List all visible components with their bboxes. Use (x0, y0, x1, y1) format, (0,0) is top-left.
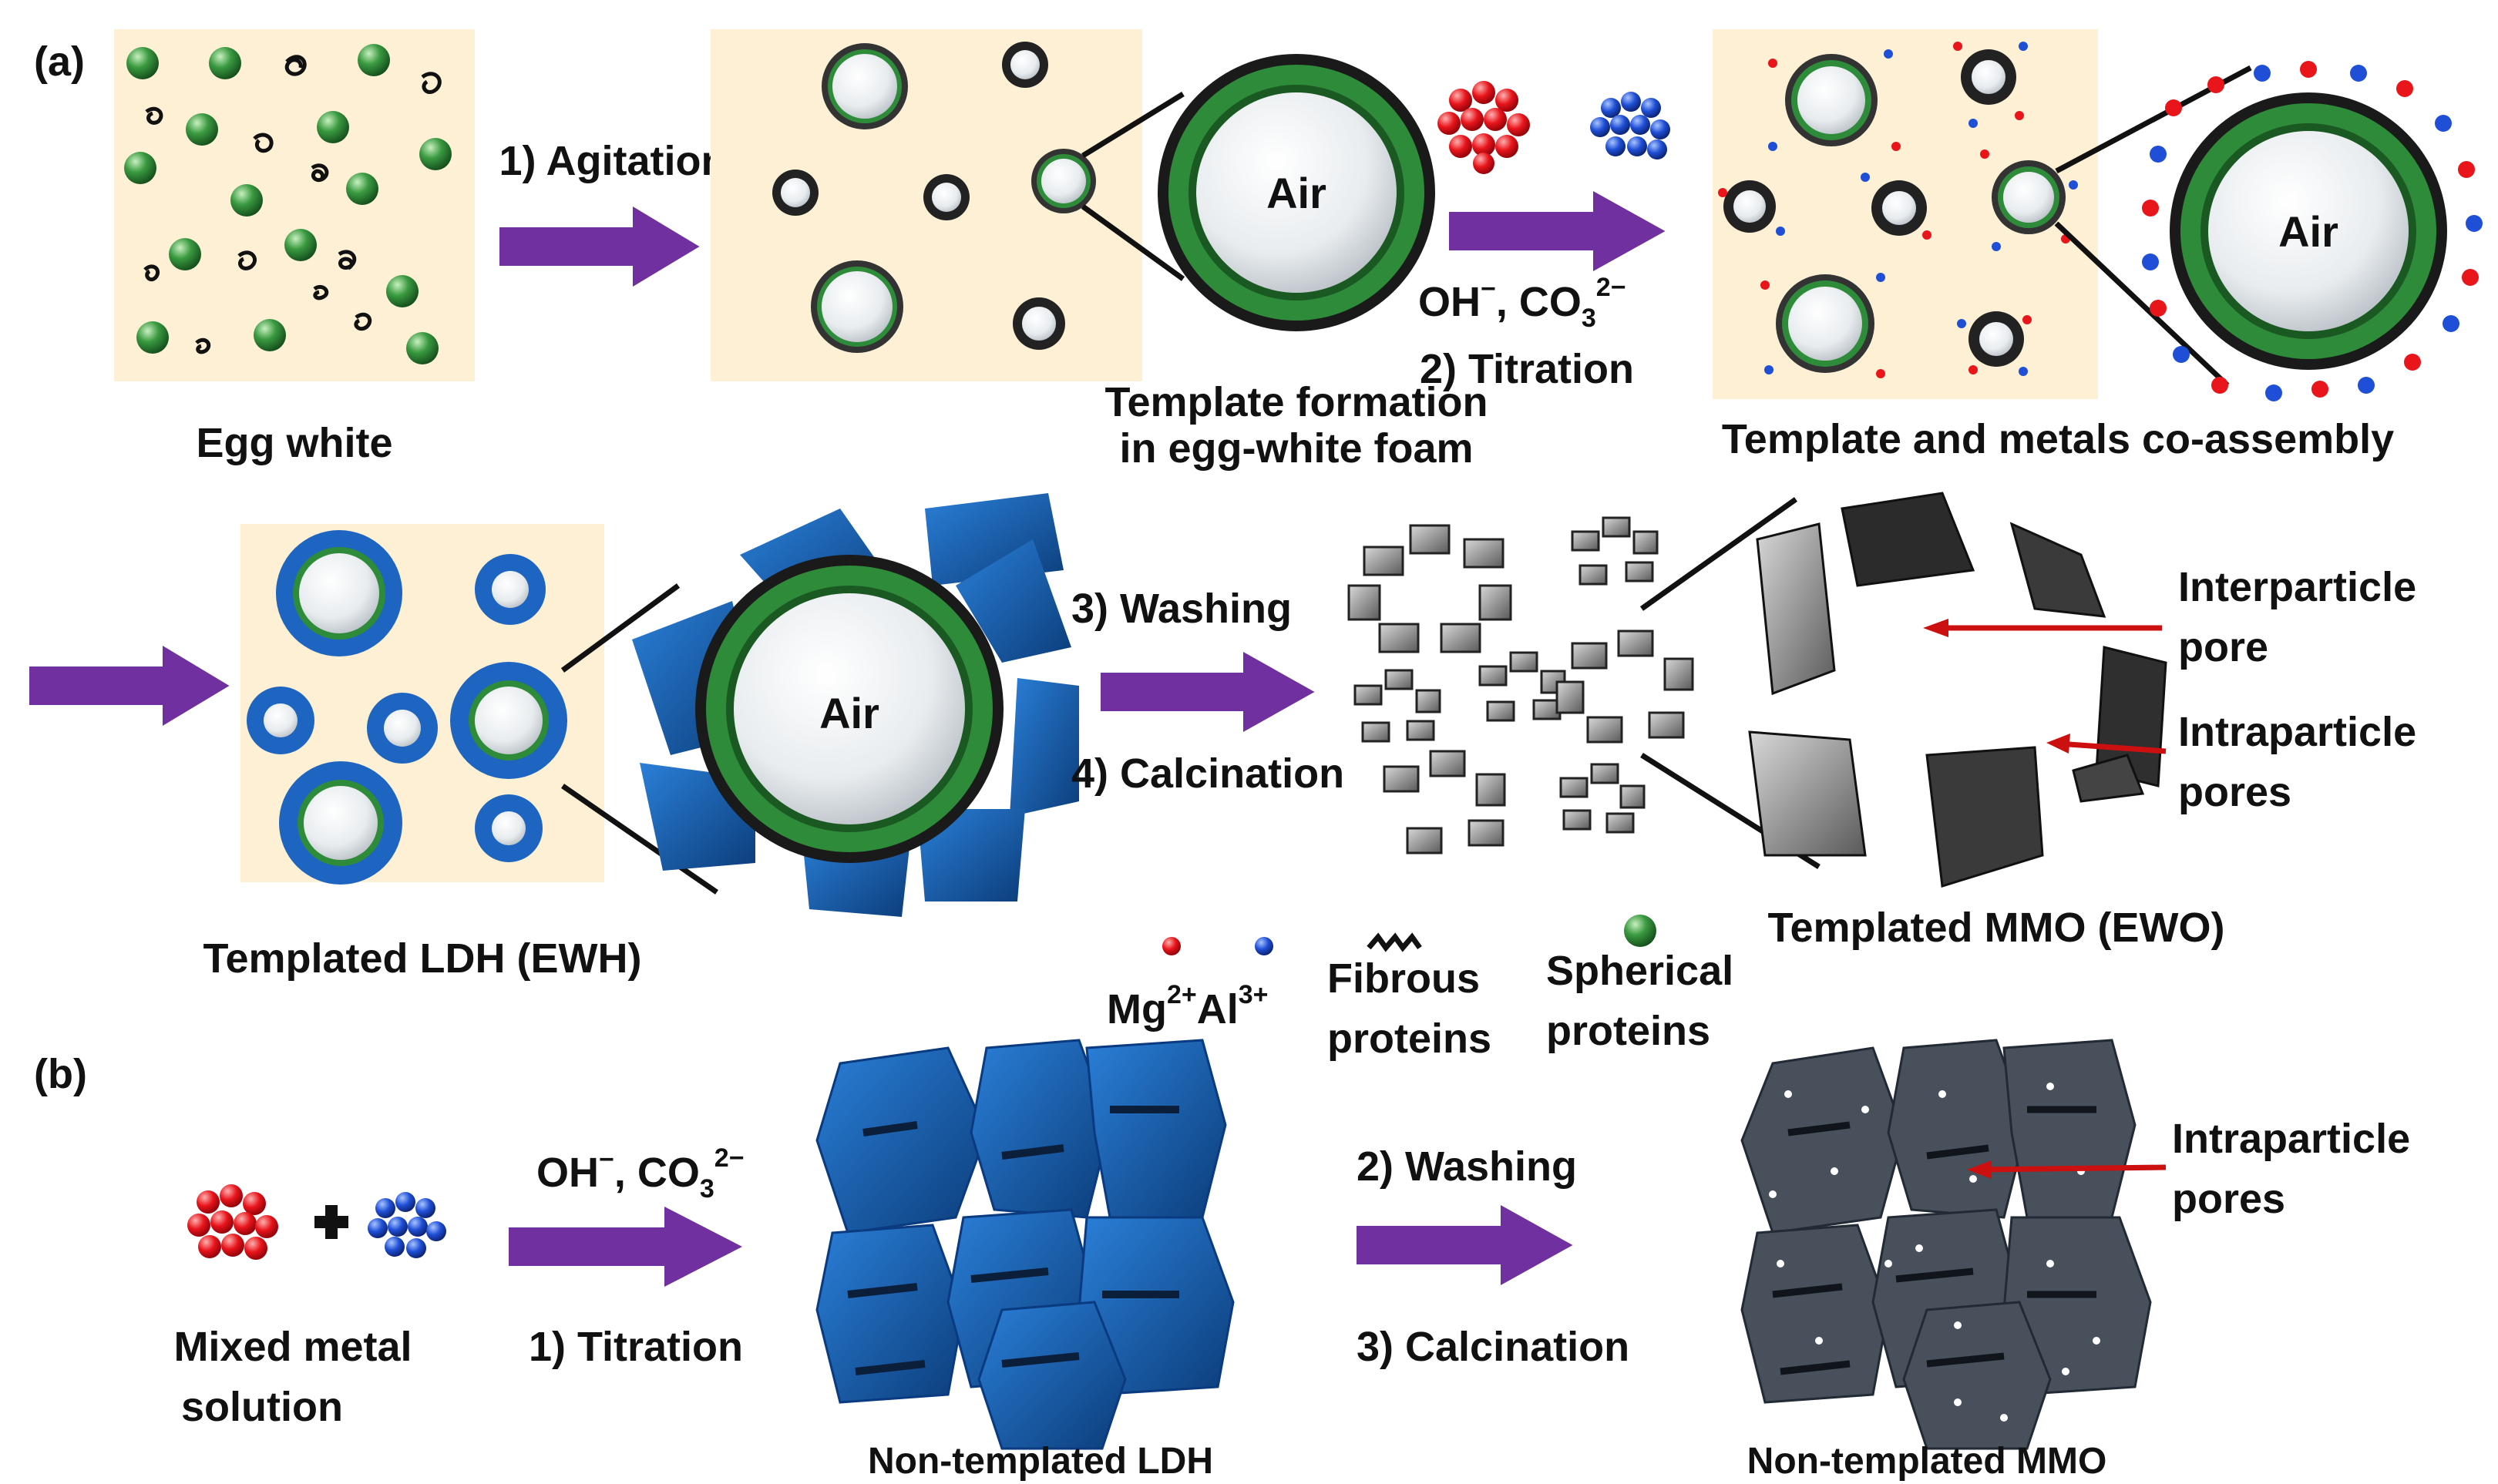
panel-b-label: (b) (34, 1051, 87, 1097)
nontemplated-ldh-label: Non-templated LDH (868, 1441, 1213, 1482)
mixed-metal-line2: solution (181, 1384, 343, 1430)
templated-mmo-label: Templated MMO (EWO) (1768, 905, 2225, 951)
step-agitation-label: 1) Agitation (499, 138, 727, 184)
mg-cluster-top (1437, 81, 1530, 174)
templated-ldh-particles (247, 530, 567, 885)
plus-icon (314, 1205, 348, 1239)
step-washing-label-a: 3) Washing (1071, 586, 1292, 632)
step-calcination-label-b: 3) Calcination (1357, 1324, 1629, 1370)
intraparticle-b-line1: Intraparticle (2172, 1116, 2410, 1162)
step-washing-label-b: 2) Washing (1357, 1143, 1577, 1190)
ldh-block-edges (847, 1106, 1179, 1375)
foam-bubbles (772, 42, 1096, 353)
fibrous-legend-icon (1367, 932, 1422, 952)
nontemplated-mmo-block (1740, 1039, 2152, 1450)
mixed-metal-line1: Mixed metal (173, 1324, 412, 1370)
coassembly-ions (1718, 42, 2078, 378)
oh-co3-label-b: OH−, CO32− (536, 1143, 745, 1204)
mmo-large-ring (1748, 492, 2167, 888)
arrow-calcination-b (1357, 1205, 1573, 1285)
air-bubble-large-2 (2170, 92, 2447, 370)
mmo-block-edges (1772, 1106, 2096, 1375)
coassembly-label: Template and metals co-assembly (1722, 416, 2394, 462)
template-formation-line1: Template formation (1104, 379, 1488, 425)
arrow-titration-a (1449, 191, 1666, 271)
large-bubble-ions (2142, 61, 2483, 401)
nontemplated-mmo-label: Non-templated MMO (1747, 1441, 2107, 1482)
arrow-calcination-a (1101, 652, 1315, 732)
nontemplated-ldh-block (815, 1039, 1235, 1450)
spherical-proteins-scattered (124, 44, 452, 364)
egg-white-label: Egg white (197, 420, 393, 466)
step-calcination-label-a: 4) Calcination (1071, 750, 1344, 797)
template-formation-line2: in egg-white foam (1120, 425, 1474, 472)
intraparticle-a-line2: pores (2178, 769, 2291, 815)
oh-co3-label-a: OH−, CO32− (1418, 273, 1626, 333)
ldh-large-particle (632, 493, 1079, 917)
coassembly-bubbles (1723, 49, 2066, 373)
interparticle-line1: Interparticle (2178, 564, 2416, 610)
mg-al-legend: Mg2+Al3+ (1107, 980, 1269, 1032)
step-titration-label-b: 1) Titration (529, 1324, 743, 1370)
air-bubble-large-1 (1158, 54, 1435, 331)
al-cluster-b (368, 1192, 446, 1258)
spherical-legend-icon (1624, 915, 1656, 947)
zoom-lines-1 (1081, 92, 1185, 281)
templated-mmo-rings (1347, 516, 1694, 854)
panel-a-label: (a) (34, 39, 85, 85)
arrow-to-ldh (29, 646, 230, 726)
interparticle-line2: pore (2178, 624, 2268, 670)
air-label-2: Air (2278, 207, 2338, 256)
arrow-agitation (499, 206, 700, 287)
spherical-legend-line1: Spherical (1546, 948, 1733, 994)
air-label-3: Air (819, 689, 879, 737)
mg-cluster-b (187, 1184, 278, 1260)
pointer-b (1980, 1164, 2167, 1173)
zoom-lines-3 (560, 583, 718, 895)
intraparticle-b-line2: pores (2172, 1176, 2285, 1222)
pointer-head-b (1967, 1160, 1992, 1179)
egg-white-box (114, 29, 475, 381)
fibrous-legend-line2: proteins (1327, 1016, 1491, 1062)
mg-legend-dot (1162, 937, 1181, 955)
intraparticle-a-line1: Intraparticle (2178, 709, 2416, 755)
spherical-legend-line2: proteins (1546, 1008, 1710, 1054)
templated-ldh-label: Templated LDH (EWH) (203, 935, 642, 982)
al-cluster-top (1590, 92, 1670, 159)
al-legend-dot (1255, 937, 1273, 955)
pointer-arrows-a (1935, 625, 2167, 754)
air-label-1: Air (1266, 169, 1326, 217)
pointer-head-1 (1923, 619, 1948, 637)
step-titration-label-a: 2) Titration (1420, 346, 1634, 392)
fibrous-legend-line1: Fibrous (1327, 955, 1480, 1002)
fibrous-proteins-scattered (143, 55, 442, 354)
pointer-head-2 (2046, 734, 2070, 754)
arrow-titration-b (509, 1207, 742, 1287)
